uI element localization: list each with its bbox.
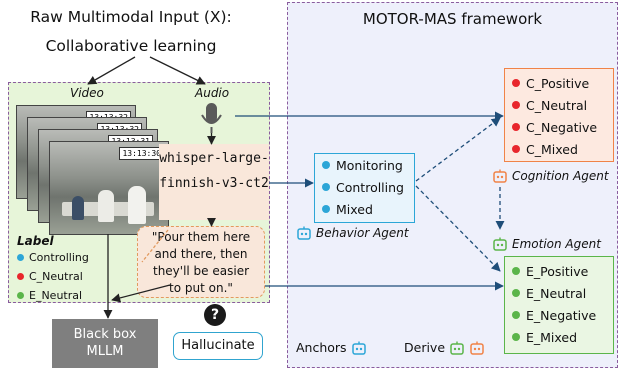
audio-label: Audio xyxy=(195,86,230,100)
person-shape xyxy=(98,190,114,222)
agent-name-text: Behavior Agent xyxy=(316,226,409,240)
transcript-line: "Pour them here xyxy=(151,230,251,244)
hallucinate-bubble: Hallucinate xyxy=(173,332,263,360)
behavior-item: Mixed xyxy=(315,198,414,220)
robot-icon xyxy=(450,341,464,355)
question-icon: ? xyxy=(204,304,226,326)
blue-dot-icon xyxy=(322,161,330,169)
agent-name-text: Cognition Agent xyxy=(512,169,609,183)
red-dot-icon xyxy=(512,145,520,153)
emotion-item: E_Neutral xyxy=(505,282,613,304)
blackbox-line: Black box xyxy=(73,327,137,342)
cognition-item: C_Positive xyxy=(505,72,613,94)
emotion-item: E_Mixed xyxy=(505,326,613,348)
arrow-transcript-to-mllm xyxy=(111,284,171,303)
green-dot-icon xyxy=(512,311,520,319)
behavior-item: Monitoring xyxy=(315,154,414,176)
green-dot-icon xyxy=(512,333,520,341)
dashed-behavior-to-emotion xyxy=(415,185,501,272)
anchors-text: Anchors xyxy=(296,340,347,355)
label-item: Controlling xyxy=(17,248,132,267)
emotion-item: E_Negative xyxy=(505,304,613,326)
item-text: C_Negative xyxy=(526,119,598,135)
video-label: Video xyxy=(70,86,104,100)
transcript-line: they'll be easier xyxy=(152,264,250,278)
robot-icon xyxy=(470,341,484,355)
transcript-line: to put on." xyxy=(169,281,233,295)
dashed-behavior-to-cognition xyxy=(415,117,501,182)
derive-text: Derive xyxy=(404,340,446,355)
red-dot-icon xyxy=(512,123,520,131)
cognition-item: C_Mixed xyxy=(505,138,613,160)
blue-dot-icon xyxy=(322,183,330,191)
arrow-to-video xyxy=(87,56,136,85)
item-text: Monitoring xyxy=(336,157,403,173)
emotion-item: E_Positive xyxy=(505,260,613,282)
asr-model-line: whisper-large- xyxy=(159,151,269,166)
item-text: E_Negative xyxy=(526,307,597,323)
item-text: C_Positive xyxy=(526,75,590,91)
green-dot-icon xyxy=(17,292,24,299)
cognition-agent-label: Cognition Agent xyxy=(492,169,609,183)
label-title: Label xyxy=(17,234,54,248)
green-dot-icon xyxy=(512,289,520,297)
cognition-item: C_Negative xyxy=(505,116,613,138)
item-text: C_Neutral xyxy=(526,97,588,113)
derive-legend: Derive xyxy=(404,340,489,355)
red-dot-icon xyxy=(512,79,520,87)
agent-name-text: Emotion Agent xyxy=(512,237,601,251)
label-text: C_Neutral xyxy=(29,270,83,283)
framework-title: MOTOR-MAS framework xyxy=(362,10,543,28)
behavior-agent-label: Behavior Agent xyxy=(296,226,409,240)
robot-icon xyxy=(351,341,366,355)
green-dot-icon xyxy=(512,267,520,275)
transcript-line: and there, then xyxy=(154,247,248,261)
label-list: Label Controlling C_Neutral E_Neutral xyxy=(17,234,132,305)
blue-dot-icon xyxy=(322,205,330,213)
label-text: E_Neutral xyxy=(29,289,83,302)
item-text: Controlling xyxy=(336,179,404,195)
item-text: Mixed xyxy=(336,201,373,217)
behavior-agent-box: Monitoring Controlling Mixed xyxy=(314,153,415,223)
behavior-item: Controlling xyxy=(315,176,414,198)
video-frame-front: 13:13:30 xyxy=(49,141,169,235)
transcript-box: "Pour them here and there, then they'll … xyxy=(137,226,265,298)
blue-dot-icon xyxy=(17,254,24,261)
anchors-legend: Anchors xyxy=(296,340,371,355)
label-item: C_Neutral xyxy=(17,267,132,286)
robot-icon xyxy=(297,226,311,240)
cognition-agent-box: C_Positive C_Neutral C_Negative C_Mixed xyxy=(504,68,614,162)
person-shape xyxy=(128,186,146,224)
red-dot-icon xyxy=(512,101,520,109)
cognition-item: C_Neutral xyxy=(505,94,613,116)
robot-icon xyxy=(493,169,507,183)
label-item: E_Neutral xyxy=(17,286,132,305)
microphone-icon xyxy=(201,103,222,133)
asr-model-box: whisper-large- finnish-v3-ct2 xyxy=(159,144,269,220)
asr-model-line: finnish-v3-ct2 xyxy=(159,176,269,191)
input-subtitle: Collaborative learning xyxy=(45,37,217,55)
blackbox-line: MLLM xyxy=(86,344,124,359)
person-shape xyxy=(72,196,84,220)
input-title: Raw Multimodal Input (X): xyxy=(30,8,232,26)
item-text: E_Positive xyxy=(526,263,589,279)
label-text: Controlling xyxy=(29,251,89,264)
callout-line xyxy=(141,229,169,263)
emotion-agent-box: E_Positive E_Neutral E_Negative E_Mixed xyxy=(504,256,614,354)
arrow-to-audio xyxy=(149,56,206,85)
blackbox-mllm: Black box MLLM xyxy=(52,319,158,368)
item-text: C_Mixed xyxy=(526,141,578,157)
red-dot-icon xyxy=(17,273,24,280)
emotion-agent-label: Emotion Agent xyxy=(492,237,601,251)
robot-icon xyxy=(493,237,507,251)
item-text: E_Mixed xyxy=(526,329,578,345)
item-text: E_Neutral xyxy=(526,285,587,301)
